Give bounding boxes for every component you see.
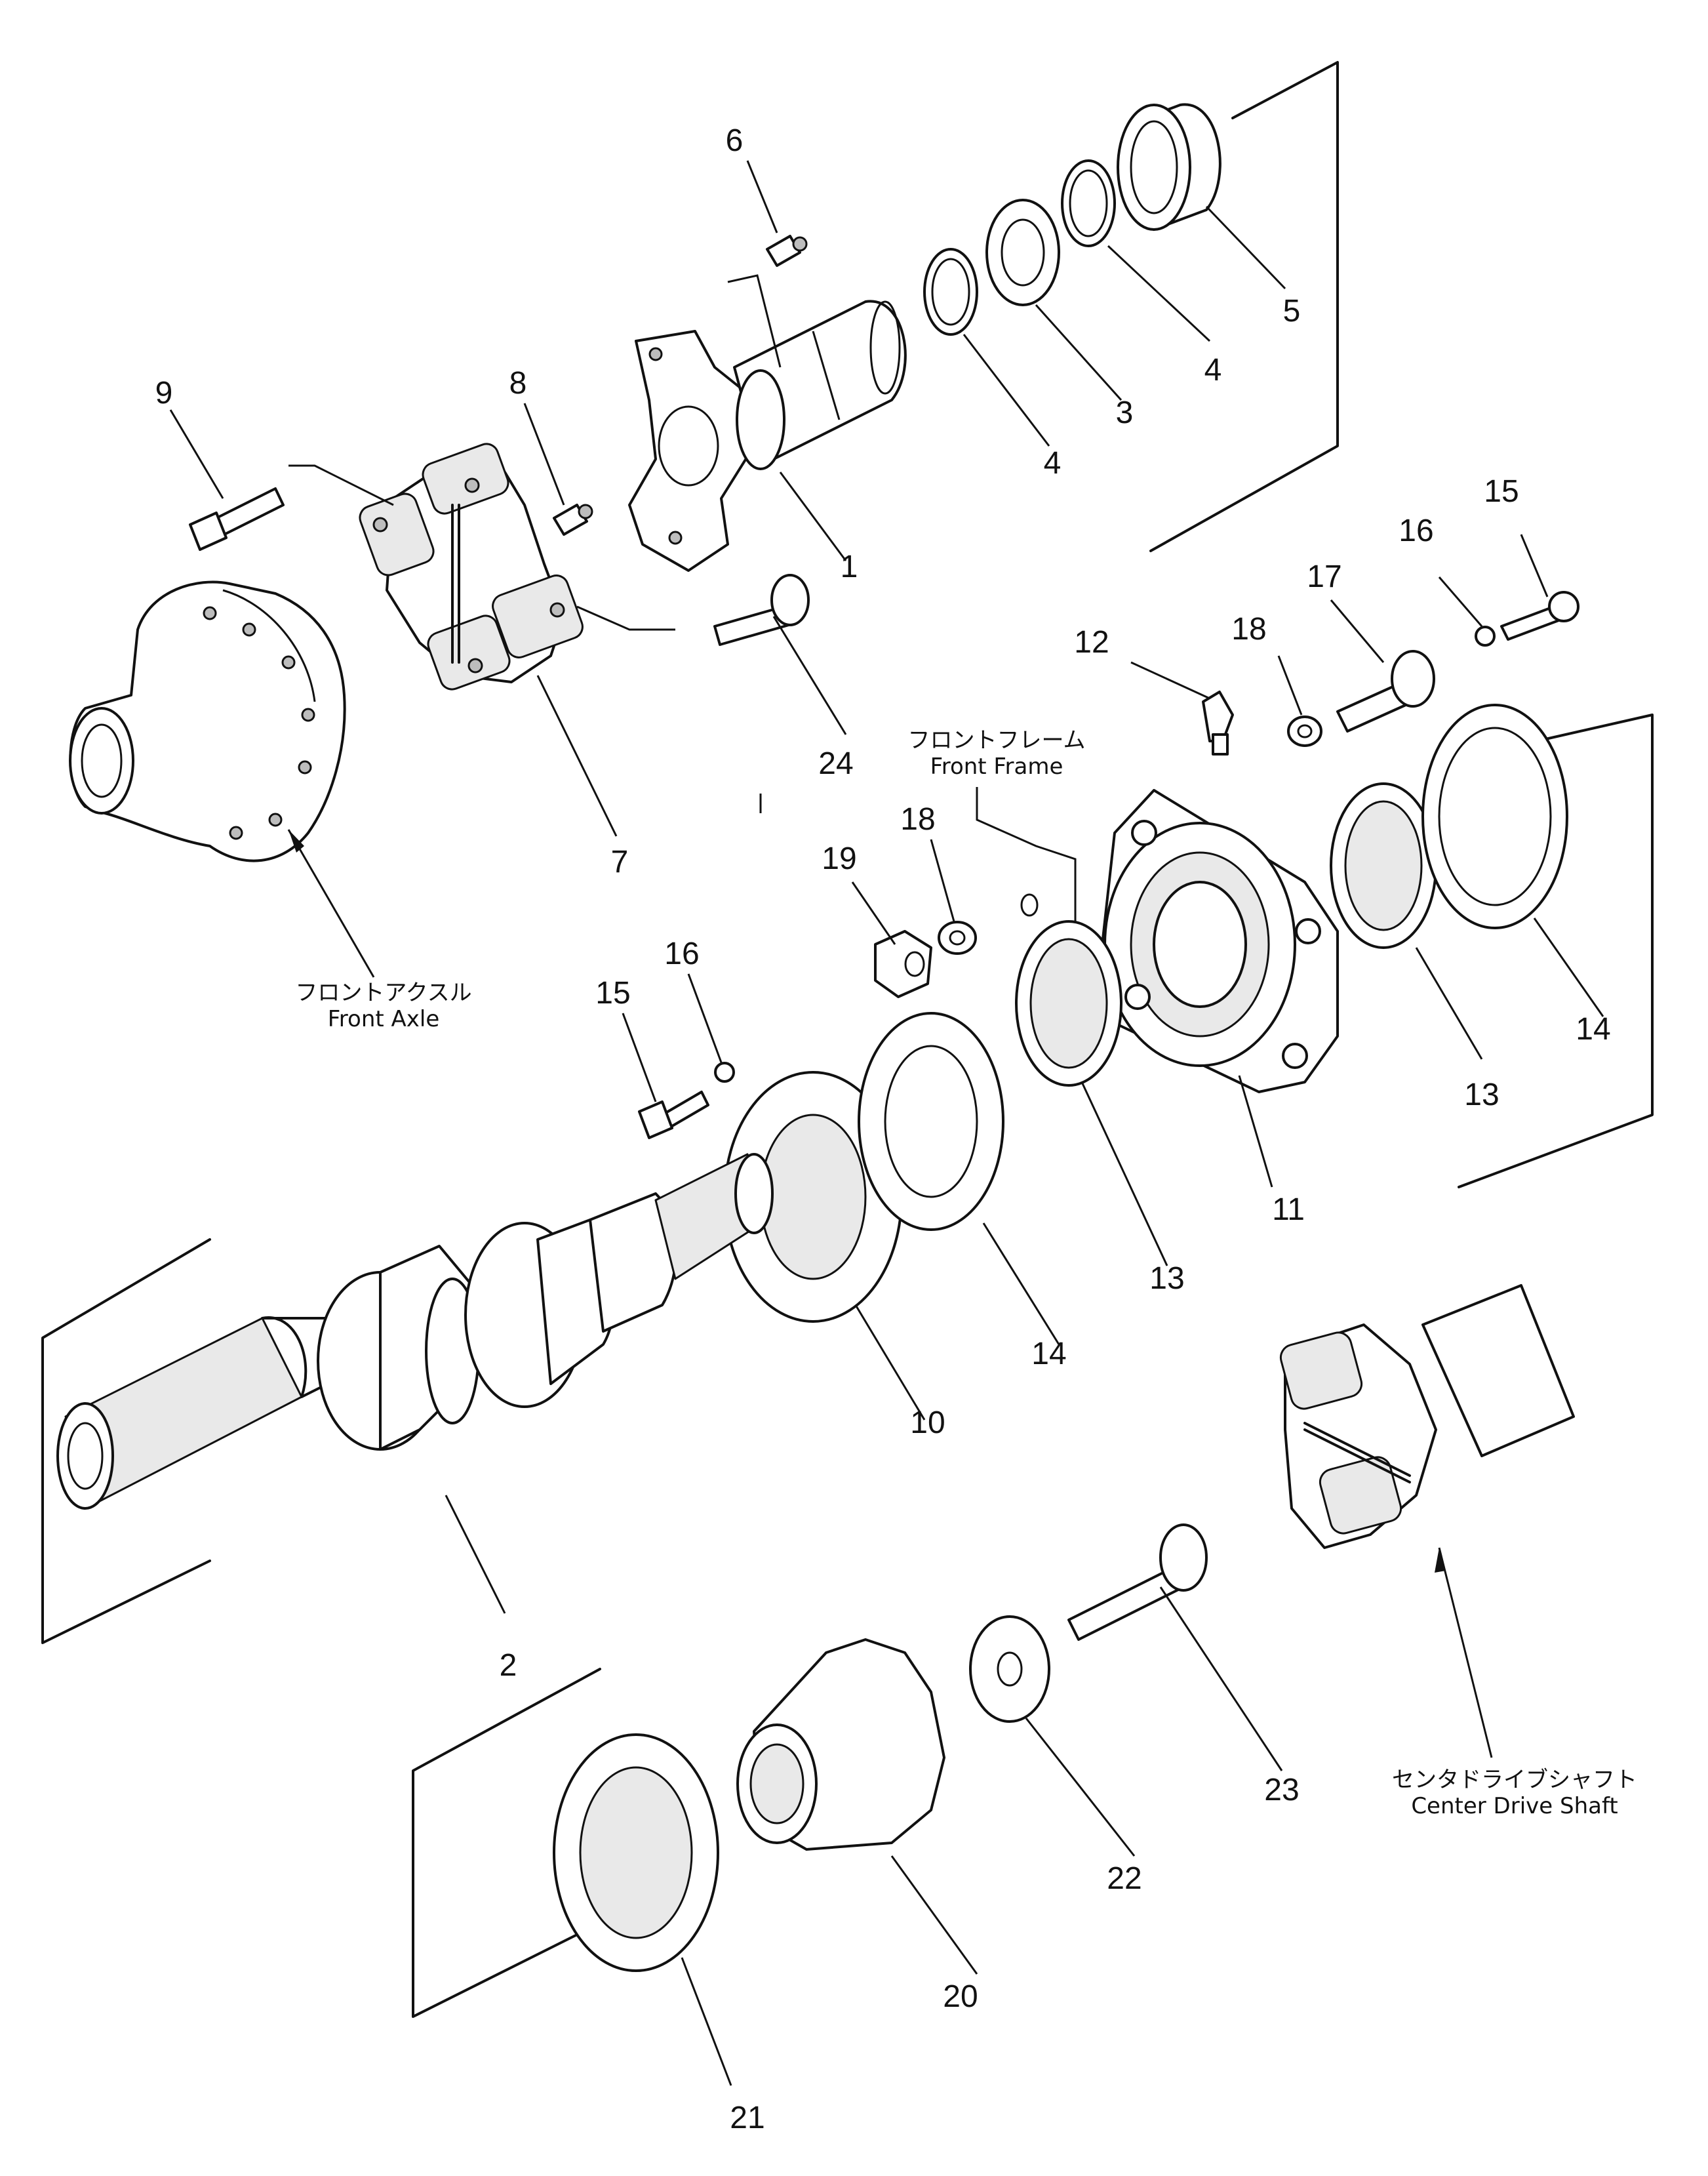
callout-16a: 16 — [1399, 514, 1433, 548]
callout-1: 1 — [841, 550, 858, 584]
callout-4b: 4 — [1204, 353, 1222, 388]
callout-15a: 15 — [1484, 474, 1519, 509]
bearing-13a — [1330, 782, 1437, 949]
upper-leaders — [288, 274, 782, 631]
callout-17: 17 — [1307, 559, 1341, 594]
callout-24: 24 — [818, 746, 853, 781]
grease-fitting-6 — [766, 235, 808, 267]
caption-center-shaft-en: Center Drive Shaft — [1411, 1793, 1618, 1819]
bearing-cup-5 — [1117, 103, 1221, 231]
grease-fitting-8 — [553, 504, 593, 536]
washer-16a — [1475, 626, 1496, 647]
callout-5: 5 — [1283, 294, 1301, 329]
callout-numbers: 1 2 3 4 4 5 6 7 8 9 10 11 12 13 13 14 14… — [155, 123, 1611, 2135]
caption-center-shaft-jp: センタドライブシャフト — [1392, 1767, 1637, 1793]
washer-18a — [1287, 715, 1322, 747]
caption-front-axle-en: Front Axle — [328, 1006, 440, 1032]
callout-20: 20 — [943, 1979, 978, 2014]
callout-7: 7 — [611, 845, 629, 879]
callout-15b: 15 — [595, 976, 630, 1011]
callout-16b: 16 — [664, 937, 699, 971]
seal-21 — [553, 1733, 719, 1972]
center-drive-shaft — [1279, 1284, 1575, 1549]
captions: フロントアクスル Front Axle フロントフレーム Front Frame… — [295, 727, 1637, 1819]
nut-19 — [874, 930, 932, 998]
washer-22 — [969, 1615, 1050, 1723]
callout-9: 9 — [155, 376, 173, 411]
callout-13a: 13 — [1464, 1078, 1499, 1112]
bolt-15a — [1500, 591, 1579, 641]
callout-3: 3 — [1116, 395, 1134, 430]
callout-22: 22 — [1107, 1861, 1142, 1896]
bolt-24 — [713, 574, 810, 646]
front-axle-housing — [69, 580, 346, 862]
flange-yoke-1 — [628, 300, 907, 572]
callout-23: 23 — [1264, 1773, 1299, 1807]
caption-front-frame-jp: フロントフレーム — [908, 727, 1086, 754]
callout-21: 21 — [730, 2101, 765, 2135]
grease-fitting-12 — [1202, 691, 1234, 756]
caption-front-axle-jp: フロントアクスル — [295, 980, 471, 1006]
bearing-13b — [1015, 920, 1122, 1087]
caption-arrows — [287, 787, 1493, 1758]
bearing-housing-11 — [1100, 789, 1339, 1093]
leader-lines — [169, 160, 1604, 2086]
caption-front-frame-en: Front Frame — [930, 754, 1063, 780]
washer-16b — [714, 1062, 735, 1083]
snap-ring-4a — [923, 248, 978, 336]
callout-18a: 18 — [1231, 612, 1266, 647]
seal-14a — [1421, 704, 1568, 929]
bolt-15b — [638, 1091, 709, 1139]
snap-ring-4b — [1061, 159, 1116, 247]
callout-13b: 13 — [1149, 1261, 1184, 1296]
bolt-9 — [189, 487, 285, 551]
universal-joint — [359, 443, 584, 691]
bracket-left — [41, 1238, 211, 1644]
callout-19: 19 — [822, 841, 856, 876]
callout-10: 10 — [910, 1405, 945, 1440]
washer-18b — [938, 921, 977, 955]
bolt-23 — [1067, 1523, 1208, 1641]
callout-8: 8 — [509, 366, 527, 401]
bracket-right — [1458, 714, 1654, 1188]
callout-6: 6 — [726, 123, 744, 158]
callout-11: 11 — [1272, 1192, 1305, 1227]
drive-shaft-2 — [56, 1153, 774, 1510]
bracket-top-right — [1149, 61, 1339, 552]
callout-14a: 14 — [1576, 1012, 1610, 1047]
seal-10 — [723, 1071, 903, 1323]
yoke-20 — [736, 1638, 945, 1851]
callout-4a: 4 — [1044, 446, 1062, 481]
callout-18b: 18 — [900, 802, 935, 837]
assembly-brackets — [41, 61, 1654, 2018]
callout-12: 12 — [1074, 625, 1109, 660]
bolt-17 — [1336, 650, 1435, 733]
spacer-3 — [985, 199, 1060, 306]
callout-14b: 14 — [1031, 1337, 1066, 1371]
retainer-14b — [858, 1012, 1004, 1231]
callout-2: 2 — [500, 1648, 517, 1683]
bracket-bottom — [412, 1668, 601, 2018]
